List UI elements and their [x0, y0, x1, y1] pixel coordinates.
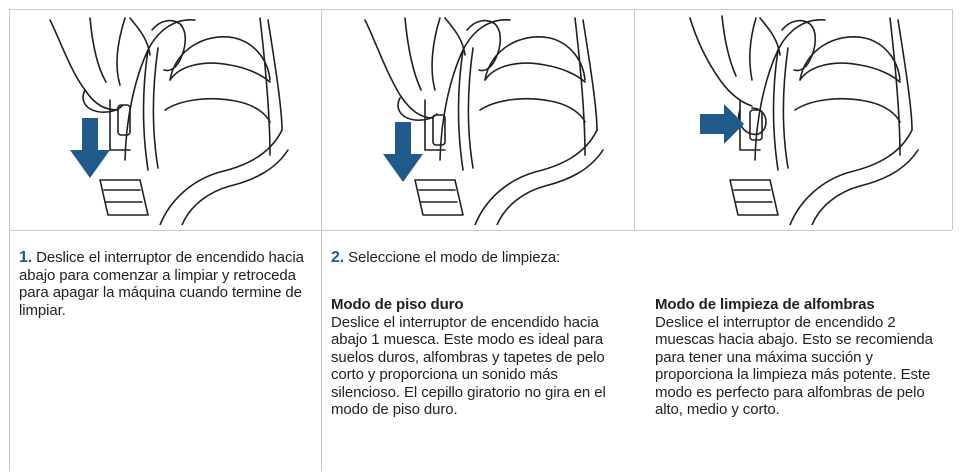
row-divider	[9, 230, 952, 231]
mode-carpet: Modo de limpieza de alfombras Deslice el…	[655, 296, 947, 419]
step-1: 1.Deslice el interruptor de encendido ha…	[19, 249, 309, 319]
illustration-panel-1	[30, 10, 310, 225]
column-divider-2	[634, 9, 635, 230]
arrow-down-icon	[70, 118, 110, 178]
arrow-right-icon	[700, 104, 744, 144]
illustration-panel-2	[345, 10, 625, 225]
mode-carpet-title: Modo de limpieza de alfombras	[655, 296, 875, 313]
hand-push-in-illustration	[689, 15, 919, 225]
step-2-text: Seleccione el modo de limpieza:	[348, 249, 561, 266]
mode-carpet-body: Deslice el interruptor de encendido 2 mu…	[655, 313, 933, 419]
hand-slide-down-illustration	[364, 17, 604, 225]
step-2-heading: 2.Seleccione el modo de limpieza:	[331, 249, 931, 267]
hand-slide-down-illustration	[49, 17, 289, 225]
arrow-down-icon	[383, 122, 423, 182]
top-border	[9, 9, 952, 10]
step-1-number: 1.	[19, 249, 33, 266]
mode-hard-floor: Modo de piso duro Deslice el interruptor…	[331, 296, 621, 419]
step-2-number: 2.	[331, 249, 345, 266]
illustration-panel-3	[660, 10, 940, 225]
column-divider-1	[321, 9, 322, 471]
left-border	[9, 9, 10, 471]
mode-hard-floor-body: Deslice el interruptor de encendido haci…	[331, 313, 606, 419]
step-1-text: Deslice el interruptor de encendido haci…	[19, 249, 304, 319]
right-border	[952, 9, 953, 230]
mode-hard-floor-title: Modo de piso duro	[331, 296, 464, 313]
